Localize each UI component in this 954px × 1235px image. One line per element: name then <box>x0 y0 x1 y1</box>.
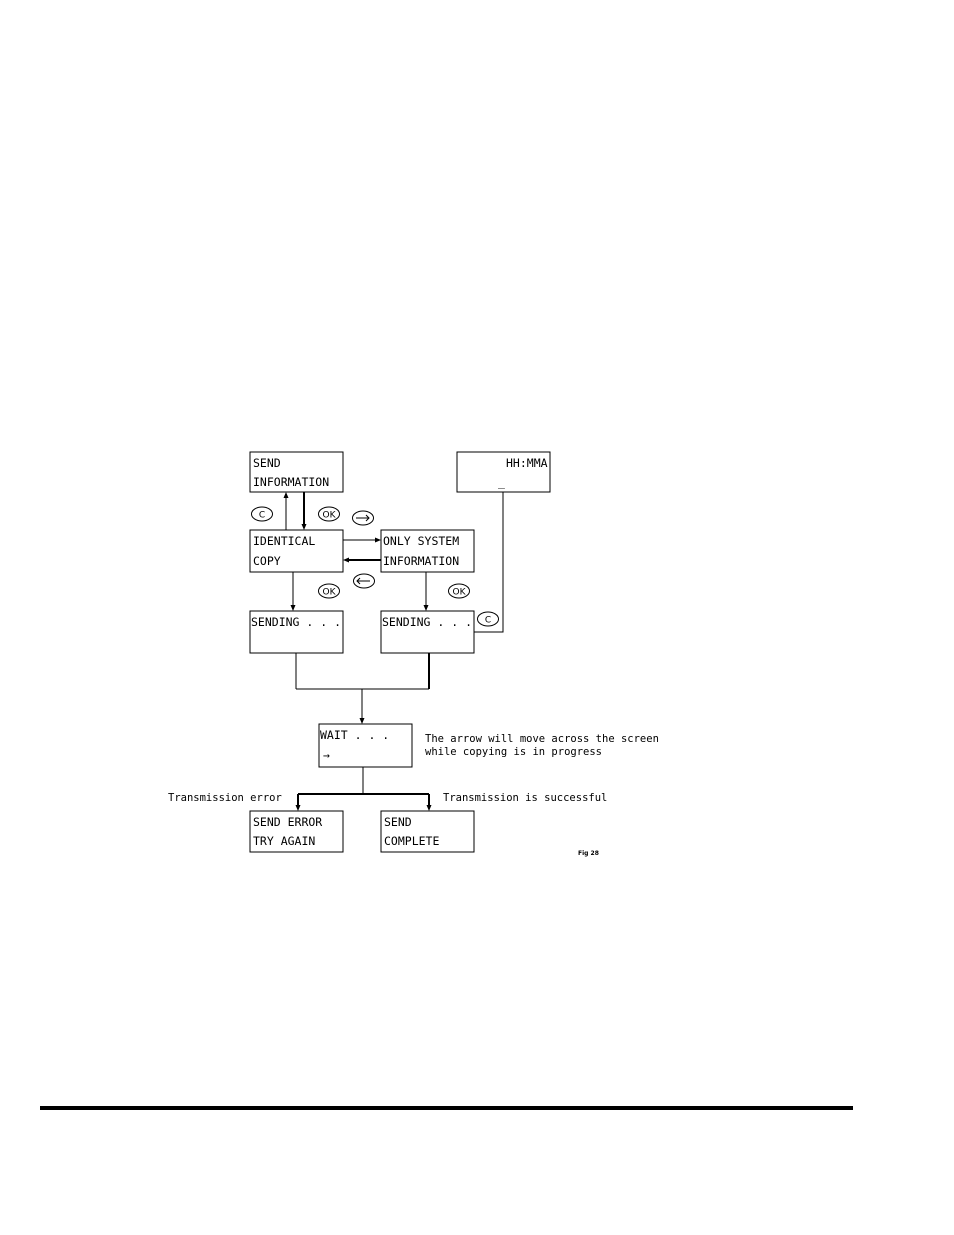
c-key-icon: C <box>252 507 273 521</box>
ok-key-icon: OK <box>319 507 340 521</box>
screen-line: SEND <box>384 815 412 829</box>
connector-c-back <box>284 492 289 530</box>
screen-line: COMPLETE <box>384 834 439 848</box>
footer-rule <box>40 1106 853 1110</box>
connector-identical-to-sending <box>291 572 296 611</box>
connector-merge-to-wait <box>296 653 429 724</box>
figure-label: Fig 28 <box>578 850 599 857</box>
transmission-error-label: Transmission error <box>168 792 282 804</box>
screen-line: INFORMATION <box>383 554 459 568</box>
connector-branch-outcomes <box>296 767 432 811</box>
screen-line: HH:MMA <box>506 456 548 470</box>
screen-line: ONLY SYSTEM <box>383 534 459 548</box>
screen-send-error: SEND ERROR TRY AGAIN <box>250 811 343 852</box>
screen-send-information: SEND INFORMATION <box>250 452 343 492</box>
screen-sending-left: SENDING . . . <box>250 611 343 653</box>
connector-right <box>343 538 381 543</box>
connector-left <box>343 558 381 563</box>
connector-system-to-sending <box>424 572 429 611</box>
transmission-success-label: Transmission is successful <box>443 792 607 804</box>
ok-key-label: OK <box>323 511 337 521</box>
ok-key-icon: OK <box>319 584 340 598</box>
right-arrow-key-icon <box>353 511 374 525</box>
screen-line: SENDING . . . <box>251 615 341 629</box>
screen-only-system-information: ONLY SYSTEM INFORMATION <box>381 530 474 572</box>
ok-key-icon: OK <box>449 584 470 598</box>
c-key-icon: C <box>478 612 499 626</box>
screen-line: WAIT . . . <box>320 728 389 742</box>
screen-wait: WAIT . . . → <box>319 724 412 767</box>
screen-line: COPY <box>253 554 281 568</box>
c-key-label: C <box>485 616 491 626</box>
screen-sending-right: SENDING . . . <box>381 611 474 653</box>
c-key-label: C <box>259 511 265 521</box>
screen-line: TRY AGAIN <box>253 834 315 848</box>
screen-send-complete: SEND COMPLETE <box>381 811 474 852</box>
wait-note-line1: The arrow will move across the screen <box>425 733 659 745</box>
ok-key-label: OK <box>323 588 337 598</box>
ok-key-label: OK <box>453 588 467 598</box>
connector-c-to-time <box>474 492 503 632</box>
screen-line: SEND <box>253 456 281 470</box>
screen-line: SEND ERROR <box>253 815 322 829</box>
screen-line: INFORMATION <box>253 475 329 489</box>
screen-cursor: _ <box>498 475 505 489</box>
screen-line: IDENTICAL <box>253 534 315 548</box>
connector-ok-forward <box>302 492 307 530</box>
left-arrow-key-icon <box>354 574 375 588</box>
screen-identical-copy: IDENTICAL COPY <box>250 530 343 572</box>
screen-time-entry: HH:MMA _ <box>457 452 550 492</box>
progress-arrow: → <box>323 748 330 762</box>
wait-note-line2: while copying is in progress <box>425 746 602 758</box>
screen-line: SENDING . . . <box>382 615 472 629</box>
